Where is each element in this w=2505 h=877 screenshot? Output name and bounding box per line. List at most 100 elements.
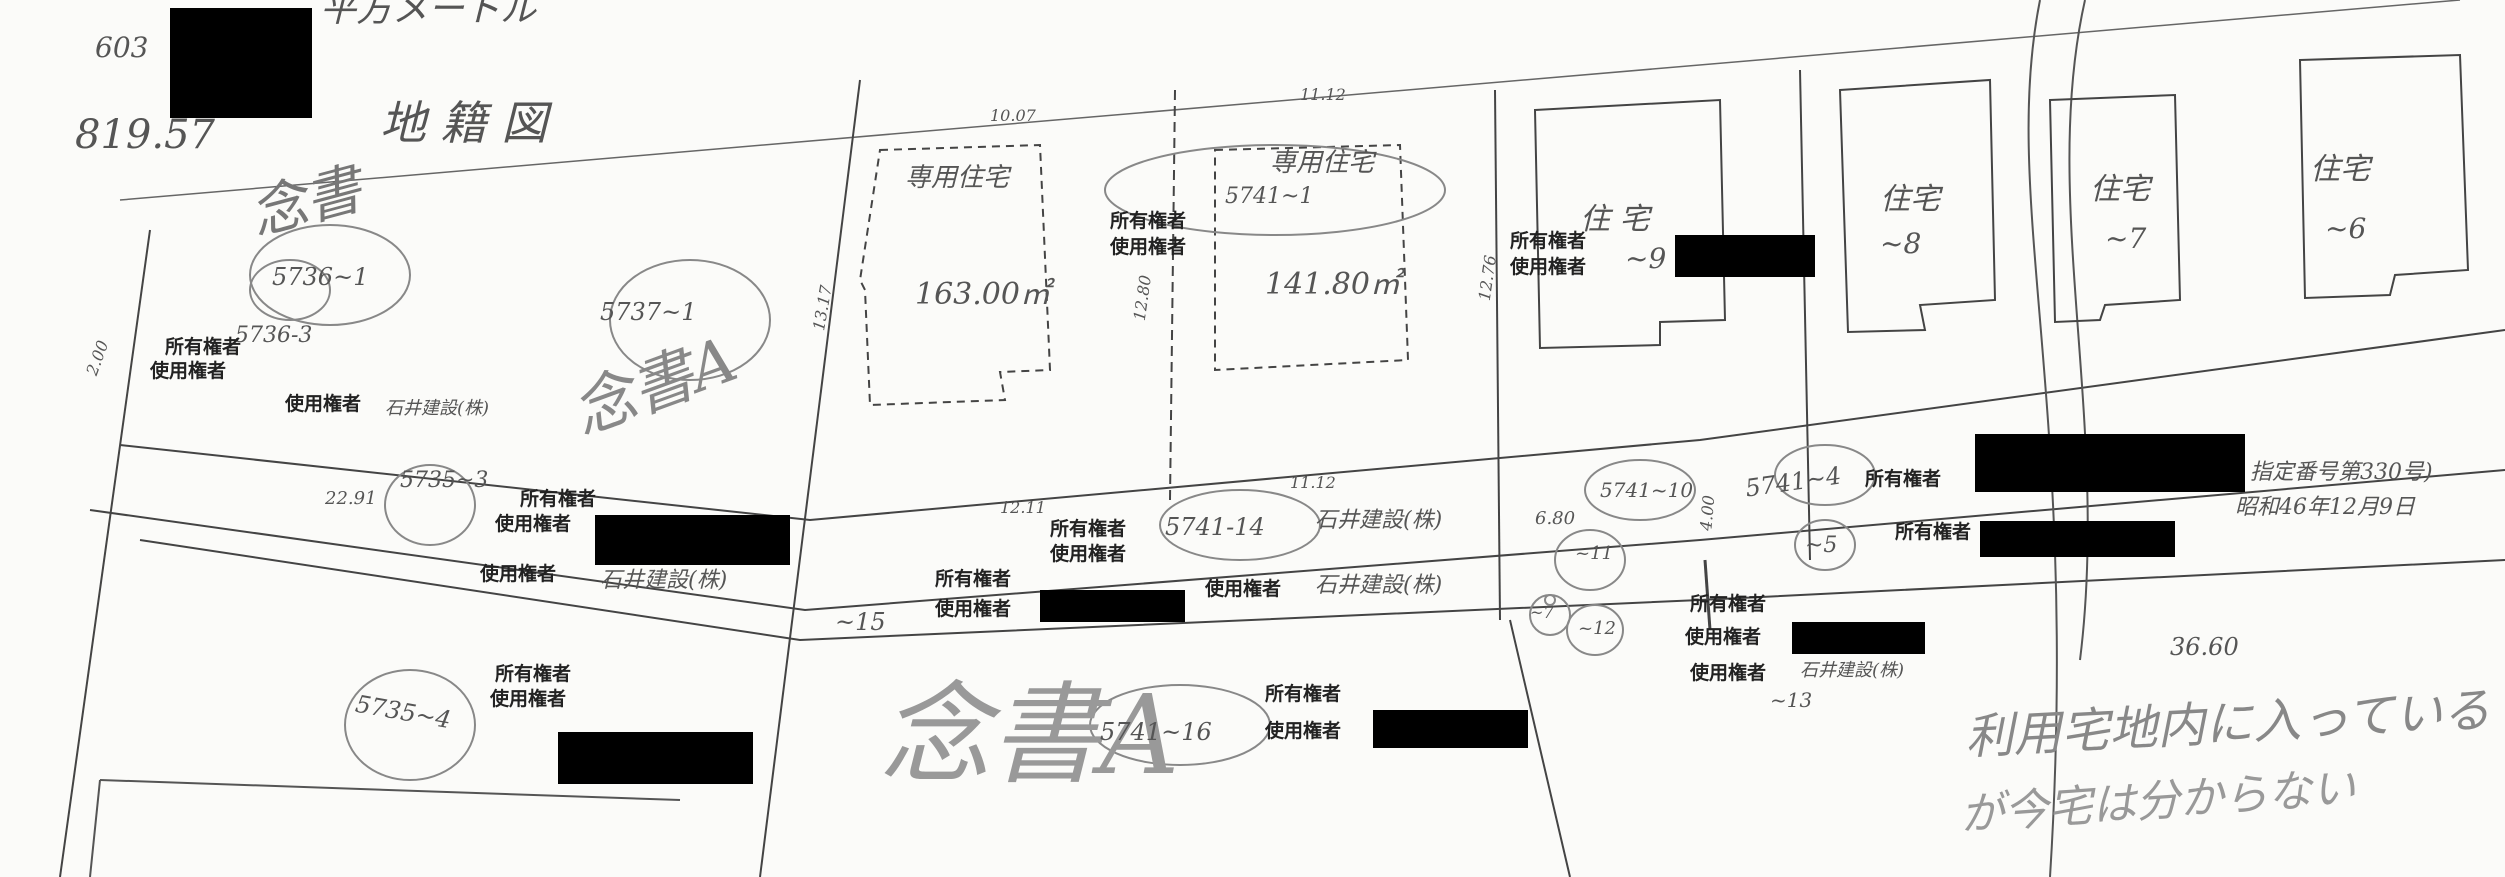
user-label: 使用権者 xyxy=(480,563,557,585)
lot-number: ~13 xyxy=(1770,688,1813,712)
redaction-box xyxy=(1975,434,2245,492)
owner-label: 所有権者 xyxy=(1050,518,1127,540)
parcel-divider xyxy=(1799,69,1811,561)
lot-number: ~8 xyxy=(1880,227,1922,260)
lot-bottom-line xyxy=(99,779,681,801)
building-outline xyxy=(1214,143,1410,372)
user-label: 使用権者 xyxy=(1685,626,1762,648)
owner-label: 所有権者 xyxy=(520,488,597,510)
parcel-divider xyxy=(1509,619,1571,877)
owner-label: 所有権者 xyxy=(1690,593,1767,615)
redaction-box xyxy=(1980,521,2175,557)
lot-number: ~6 xyxy=(2325,212,2367,245)
building-label: 専用住宅 xyxy=(1270,148,1375,178)
building-outline xyxy=(1533,98,1727,350)
redaction-box xyxy=(558,732,753,784)
lot-number: 5735~3 xyxy=(400,468,489,493)
lot-number: ~11 xyxy=(1575,543,1613,564)
dimension: 12.11 xyxy=(1000,498,1046,517)
lot-number: 5736-3 xyxy=(235,323,313,348)
building-label: 住宅 xyxy=(2090,172,2150,207)
pencil-circle xyxy=(384,464,476,546)
contractor: 石井建設(株) xyxy=(600,568,728,593)
lot-number: 5736~1 xyxy=(272,263,369,291)
redaction-box xyxy=(1373,710,1528,748)
permit-number: 指定番号第330号) xyxy=(2250,460,2433,485)
user-label: 使用権者 xyxy=(1205,578,1282,600)
dimension: 6.80 xyxy=(1535,508,1576,529)
river-bank xyxy=(2027,0,2058,877)
owner-label: 所有権者 xyxy=(1110,210,1187,232)
floor-area: 163.00㎡ xyxy=(915,277,1050,312)
contractor: 石井建設(株) xyxy=(385,398,490,419)
pencil-circle xyxy=(1584,459,1696,521)
road-line-lower xyxy=(139,539,2505,642)
permit-date: 昭和46年12月9日 xyxy=(2235,495,2415,520)
dimension: 4.00 xyxy=(1696,494,1719,532)
parcel-divider xyxy=(1169,89,1176,501)
user-label: 使用権者 xyxy=(1110,236,1187,258)
user-label: 使用権者 xyxy=(490,688,567,710)
pencil-circle xyxy=(249,259,331,321)
building-outline xyxy=(2298,53,2470,300)
user-label: 使用権者 xyxy=(1050,543,1127,565)
owner-label: 所有権者 xyxy=(1895,521,1972,543)
lot-number: ~7 xyxy=(1530,603,1554,622)
lot-bottom-line xyxy=(89,779,101,877)
lot-number: 5741~16 xyxy=(1100,718,1212,746)
user-label: 使用権者 xyxy=(150,360,227,382)
redaction-box xyxy=(1792,622,1925,654)
lot-number: ~9 xyxy=(1625,242,1667,275)
road-line-mid xyxy=(89,469,2505,612)
owner-label: 所有権者 xyxy=(1510,230,1587,252)
contractor: 石井建設(株) xyxy=(1800,660,1905,681)
parcel-divider xyxy=(1494,89,1501,621)
road-line-upper xyxy=(119,329,2505,522)
dimension: 11.12 xyxy=(1290,473,1336,492)
map-title: 地 籍 図 xyxy=(380,96,548,150)
area-number: 819.57 xyxy=(75,112,215,158)
lot-number: ~15 xyxy=(835,608,886,636)
pencil-circle xyxy=(1104,144,1446,236)
pencil-circle xyxy=(249,224,411,326)
owner-label: 所有権者 xyxy=(1265,683,1342,705)
top-number: 603 xyxy=(95,31,149,64)
redaction-box xyxy=(595,515,790,565)
owner-label: 所有権者 xyxy=(1865,468,1942,490)
pencil-circle xyxy=(1566,604,1624,656)
redaction-box xyxy=(1675,235,1815,277)
memo-stamp: 念書A xyxy=(880,671,1180,799)
building-label: 住宅 xyxy=(1880,182,1940,217)
owner-label: 所有権者 xyxy=(935,568,1012,590)
redaction-box xyxy=(1040,590,1185,622)
boundary-line xyxy=(119,0,2461,201)
user-label: 使用権者 xyxy=(285,393,362,415)
owner-label: 所有権者 xyxy=(165,336,242,358)
floor-area: 141.80㎡ xyxy=(1265,267,1400,302)
user-label: 使用権者 xyxy=(1510,256,1587,278)
building-label: 住 宅 xyxy=(1580,202,1650,237)
building-outline xyxy=(858,143,1052,407)
pencil-circle xyxy=(1794,519,1856,571)
parcel-divider xyxy=(1703,559,1712,631)
lot-number: 5741~10 xyxy=(1600,478,1694,502)
building-label: 専用住宅 xyxy=(905,163,1010,193)
lot-number: 5741~1 xyxy=(1225,184,1314,209)
pencil-circle xyxy=(1544,594,1556,606)
contractor: 石井建設(株) xyxy=(1315,573,1443,598)
dimension: 22.91 xyxy=(325,488,377,509)
lot-number: 5737~1 xyxy=(600,298,697,326)
lot-number: ~7 xyxy=(2105,222,2147,255)
pencil-circle xyxy=(1159,489,1321,561)
river-bank xyxy=(2068,0,2089,661)
lot-number: ~5 xyxy=(1805,533,1838,558)
user-label: 使用権者 xyxy=(935,598,1012,620)
lot-number: ~12 xyxy=(1578,618,1616,639)
user-label: 使用権者 xyxy=(495,513,572,535)
pencil-circle xyxy=(1774,444,1876,506)
redaction-box xyxy=(170,8,312,118)
pencil-circle xyxy=(1554,529,1626,591)
dimension: 11.12 xyxy=(1300,85,1346,104)
